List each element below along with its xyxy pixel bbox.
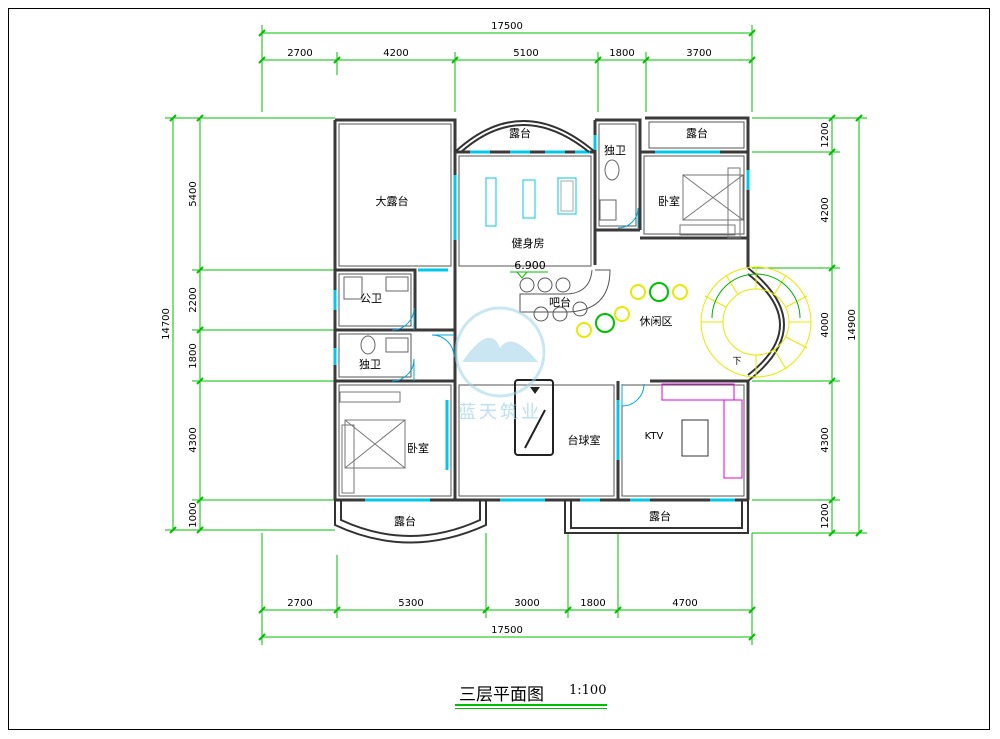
label-bottom-terrace-right: 露台 [649, 509, 671, 523]
bed-top [679, 167, 744, 239]
inner-wall-lines [338, 121, 745, 497]
dim-bottom-3: 3000 [514, 598, 539, 609]
dim-top-2: 4200 [383, 48, 408, 59]
lounge-seating [576, 282, 688, 338]
label-bedroom-left: 卧室 [407, 441, 429, 455]
label-public-bath: 公卫 [360, 292, 382, 305]
label-top-terrace-right: 露台 [686, 126, 708, 140]
title-underline-thick [455, 704, 607, 706]
label-private-bath-top: 独卫 [604, 144, 626, 157]
label-bottom-terrace-left: 露台 [394, 514, 416, 528]
dim-bottom-2: 5300 [398, 598, 423, 609]
label-ktv: KTV [645, 431, 664, 442]
label-billiards: 台球室 [568, 433, 601, 447]
watermark-logo [454, 306, 546, 398]
dim-top-1: 2700 [287, 48, 312, 59]
dim-left-1: 5400 [188, 181, 199, 206]
label-lounge: 休闲区 [640, 314, 673, 328]
sheet-border [8, 8, 990, 730]
dimension-ticks [169, 29, 863, 641]
dim-bottom-1: 2700 [287, 598, 312, 609]
label-top-terrace-left: 露台 [509, 126, 531, 140]
dim-right-5: 1200 [820, 503, 831, 528]
dim-left-5: 1000 [188, 502, 199, 527]
room-labels: 大露台 露台 露台 独卫 卧室 健身房 公卫 吧台 休闲区 独卫 下 卧室 台球… [359, 126, 742, 528]
spiral-stair [700, 266, 812, 378]
label-gym: 健身房 [512, 236, 545, 250]
dim-bottom-total: 17500 [491, 625, 523, 636]
gym-equipment [485, 177, 577, 227]
label-private-bath-left: 独卫 [359, 358, 381, 371]
windows [333, 135, 750, 502]
dim-top-total: 17500 [491, 21, 523, 32]
dim-top-5: 3700 [686, 48, 711, 59]
dim-right-total: 14900 [847, 309, 858, 341]
label-bedroom-top: 卧室 [658, 194, 680, 208]
door-swings [391, 207, 645, 407]
drawing-title: 三层平面图 [459, 685, 544, 705]
dim-left-total: 14700 [161, 308, 172, 340]
dimension-lines [165, 25, 867, 645]
dim-right-2: 4200 [820, 197, 831, 222]
title-block: 三层平面图 1:100 [455, 680, 615, 710]
label-big-terrace: 大露台 [376, 194, 409, 208]
dim-left-2: 2200 [188, 287, 199, 312]
dim-top-4: 1800 [609, 48, 634, 59]
dim-right-4: 4300 [820, 427, 831, 452]
dim-top-3: 5100 [513, 48, 538, 59]
dimension-labels: 17500 2700 4200 5100 1800 3700 2700 5300… [161, 21, 858, 636]
watermark-text: 蓝天筑业 [458, 402, 542, 423]
bar-counter [519, 269, 611, 322]
dim-left-3: 1800 [188, 343, 199, 368]
dim-right-1: 1200 [820, 122, 831, 147]
elevation-marker: 6.900 [510, 259, 548, 279]
drawing-scale: 1:100 [569, 683, 607, 698]
title-underline-thin [455, 708, 607, 709]
bed-left [339, 391, 406, 494]
bathroom-fixtures [343, 159, 620, 355]
dim-left-4: 4300 [188, 427, 199, 452]
label-stairs-down: 下 [732, 357, 741, 367]
dim-right-3: 4000 [820, 312, 831, 337]
elevation-value: 6.900 [514, 259, 546, 272]
dim-bottom-4: 1800 [580, 598, 605, 609]
label-bar: 吧台 [549, 295, 571, 309]
dim-bottom-5: 4700 [672, 598, 697, 609]
ktv-sofa [661, 383, 743, 479]
balcony-outlines [334, 120, 785, 544]
